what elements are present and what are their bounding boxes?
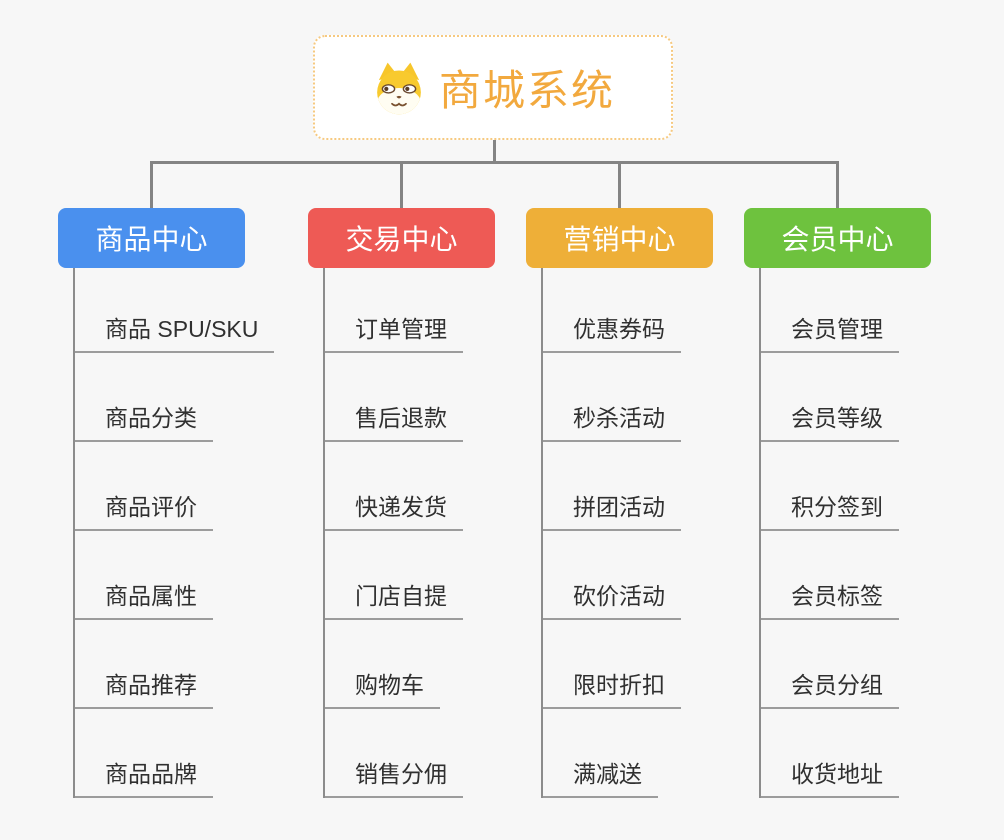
- child-topic[interactable]: 订单管理: [325, 268, 463, 353]
- child-topic[interactable]: 限时折扣: [543, 620, 681, 709]
- branch-member-center: 会员中心 会员管理 会员等级 积分签到 会员标签 会员分组 收货地址: [744, 208, 931, 798]
- root-node[interactable]: 商城系统: [313, 35, 673, 140]
- branch-header-marketing-center[interactable]: 营销中心: [526, 208, 713, 268]
- connector-drop-product: [150, 161, 153, 208]
- child-topic[interactable]: 拼团活动: [543, 442, 681, 531]
- branch-children-member-center: 会员管理 会员等级 积分签到 会员标签 会员分组 收货地址: [759, 268, 899, 798]
- child-topic[interactable]: 快递发货: [325, 442, 463, 531]
- branch-header-member-center[interactable]: 会员中心: [744, 208, 931, 268]
- child-topic[interactable]: 售后退款: [325, 353, 463, 442]
- dog-face-icon: [371, 60, 427, 116]
- child-topic[interactable]: 商品推荐: [75, 620, 213, 709]
- child-topic[interactable]: 会员标签: [761, 531, 899, 620]
- branch-children-marketing-center: 优惠券码 秒杀活动 拼团活动 砍价活动 限时折扣 满减送: [541, 268, 681, 798]
- child-topic[interactable]: 销售分佣: [325, 709, 463, 798]
- root-title: 商城系统: [438, 67, 615, 114]
- child-topic[interactable]: 购物车: [325, 620, 440, 709]
- connector-drop-member: [836, 161, 839, 208]
- child-topic[interactable]: 秒杀活动: [543, 353, 681, 442]
- child-topic[interactable]: 商品 SPU/SKU: [75, 268, 275, 353]
- branch-header-product-center[interactable]: 商品中心: [58, 208, 245, 268]
- child-topic[interactable]: 会员等级: [761, 353, 899, 442]
- child-topic[interactable]: 门店自提: [325, 531, 463, 620]
- child-topic[interactable]: 商品品牌: [75, 709, 213, 798]
- branch-header-trade-center[interactable]: 交易中心: [308, 208, 495, 268]
- child-topic[interactable]: 积分签到: [761, 442, 899, 531]
- branch-children-product-center: 商品 SPU/SKU 商品分类 商品评价 商品属性 商品推荐 商品品牌: [73, 268, 275, 798]
- child-topic[interactable]: 商品评价: [75, 442, 213, 531]
- branch-trade-center: 交易中心 订单管理 售后退款 快递发货 门店自提 购物车 销售分佣: [308, 208, 495, 798]
- child-topic[interactable]: 商品属性: [75, 531, 213, 620]
- child-topic[interactable]: 满减送: [543, 709, 658, 798]
- connector-drop-trade: [400, 161, 403, 208]
- branch-children-trade-center: 订单管理 售后退款 快递发货 门店自提 购物车 销售分佣: [323, 268, 463, 798]
- branch-product-center: 商品中心 商品 SPU/SKU 商品分类 商品评价 商品属性 商品推荐 商品品牌: [58, 208, 275, 798]
- connector-root-trunk: [493, 140, 496, 162]
- connector-horizontal-spine: [150, 161, 839, 164]
- connector-drop-marketing: [618, 161, 621, 208]
- child-topic[interactable]: 优惠券码: [543, 268, 681, 353]
- child-topic[interactable]: 收货地址: [761, 709, 899, 798]
- child-topic[interactable]: 会员分组: [761, 620, 899, 709]
- branch-marketing-center: 营销中心 优惠券码 秒杀活动 拼团活动 砍价活动 限时折扣 满减送: [526, 208, 713, 798]
- child-topic[interactable]: 会员管理: [761, 268, 899, 353]
- child-topic[interactable]: 砍价活动: [543, 531, 681, 620]
- child-topic[interactable]: 商品分类: [75, 353, 213, 442]
